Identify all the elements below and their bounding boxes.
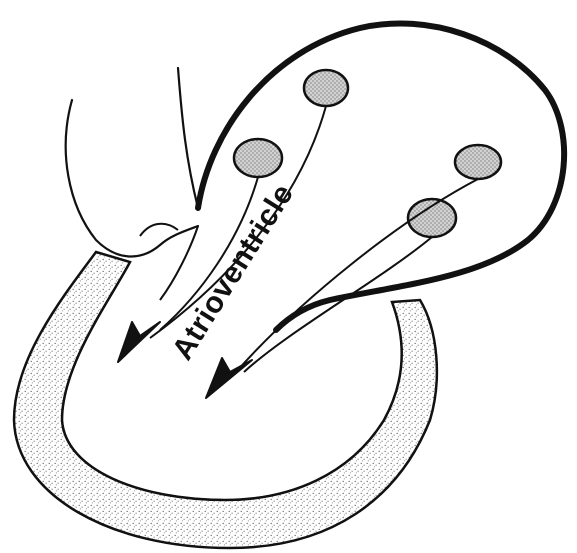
arrowhead-icon bbox=[206, 358, 252, 398]
vessel-inner-fold bbox=[140, 224, 178, 236]
atrioventricle-label: Atrioventricle bbox=[166, 178, 300, 365]
conduction-line-1 bbox=[150, 106, 326, 338]
atrium-inner-edge bbox=[160, 226, 198, 300]
node-spot-3 bbox=[455, 145, 501, 179]
arrowhead-icon bbox=[118, 322, 160, 362]
node-spot-2 bbox=[234, 139, 282, 177]
vessel-outline bbox=[66, 68, 198, 256]
node-spot-1 bbox=[304, 70, 348, 106]
